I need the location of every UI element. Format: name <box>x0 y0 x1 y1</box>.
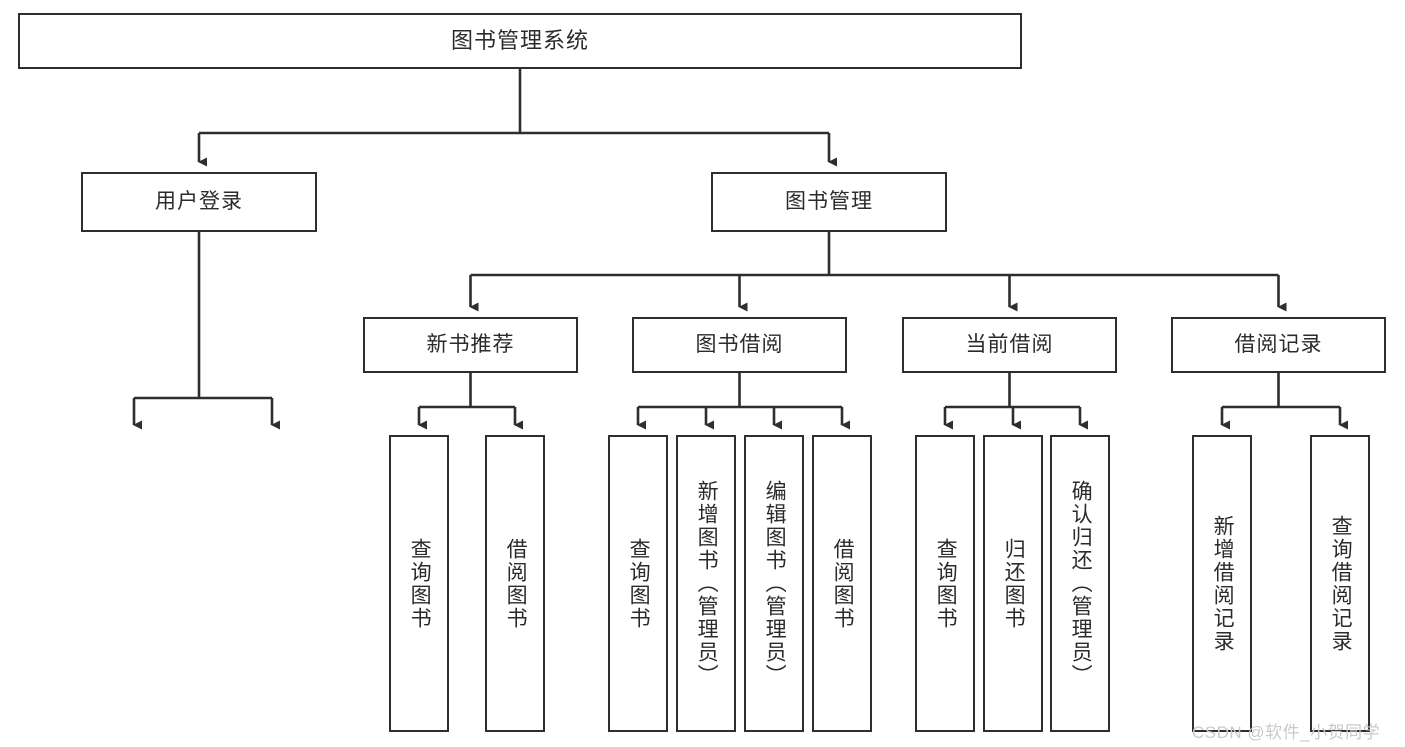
node-current-borrow: 当前借阅 <box>902 317 1117 373</box>
node-label: 当前借阅 <box>965 333 1054 357</box>
node-bb-query-book: 查询图书 <box>608 435 668 732</box>
node-new-book-recommend: 新书推荐 <box>363 317 578 373</box>
node-bb-add-book: 新增图书（管理员） <box>676 435 736 732</box>
node-book-manage: 图书管理 <box>711 172 947 232</box>
node-bb-borrow-book: 借阅图书 <box>812 435 872 732</box>
node-user-login: 用户登录 <box>81 172 317 232</box>
node-borrow-record: 借阅记录 <box>1171 317 1386 373</box>
node-cb-query-book: 查询图书 <box>915 435 975 732</box>
node-label: 查询图书 <box>627 537 651 630</box>
node-label: 新增借阅记录 <box>1211 514 1235 653</box>
node-label: 编辑图书（管理员） <box>763 480 787 687</box>
node-label: 图书借阅 <box>695 333 784 357</box>
node-br-add-record: 新增借阅记录 <box>1192 435 1252 732</box>
node-nbr-borrow-book: 借阅图书 <box>485 435 545 732</box>
node-root: 图书管理系统 <box>18 13 1022 69</box>
node-label: 新增图书（管理员） <box>695 480 719 687</box>
node-label: 查询借阅记录 <box>1329 514 1353 653</box>
node-cb-return-book: 归还图书 <box>983 435 1043 732</box>
node-cb-confirm-return: 确认归还（管理员） <box>1050 435 1110 732</box>
node-label: 查询图书 <box>934 537 958 630</box>
node-br-query-record: 查询借阅记录 <box>1310 435 1370 732</box>
node-bb-edit-book: 编辑图书（管理员） <box>744 435 804 732</box>
node-label: 借阅图书 <box>831 537 855 630</box>
csdn-watermark: CSDN @软件_小贺同学 <box>1192 723 1381 742</box>
node-label: 图书管理 <box>785 190 873 214</box>
node-label: 确认归还（管理员） <box>1069 480 1093 687</box>
node-label: 借阅图书 <box>504 537 528 630</box>
node-label: 图书管理系统 <box>450 27 589 53</box>
node-nbr-query-book: 查询图书 <box>389 435 449 732</box>
node-label: 新书推荐 <box>426 333 515 357</box>
node-label: 查询图书 <box>408 537 432 630</box>
node-book-borrow: 图书借阅 <box>632 317 847 373</box>
node-label: 借阅记录 <box>1234 333 1323 357</box>
node-label: 用户登录 <box>155 190 243 214</box>
node-label: 归还图书 <box>1002 537 1026 630</box>
